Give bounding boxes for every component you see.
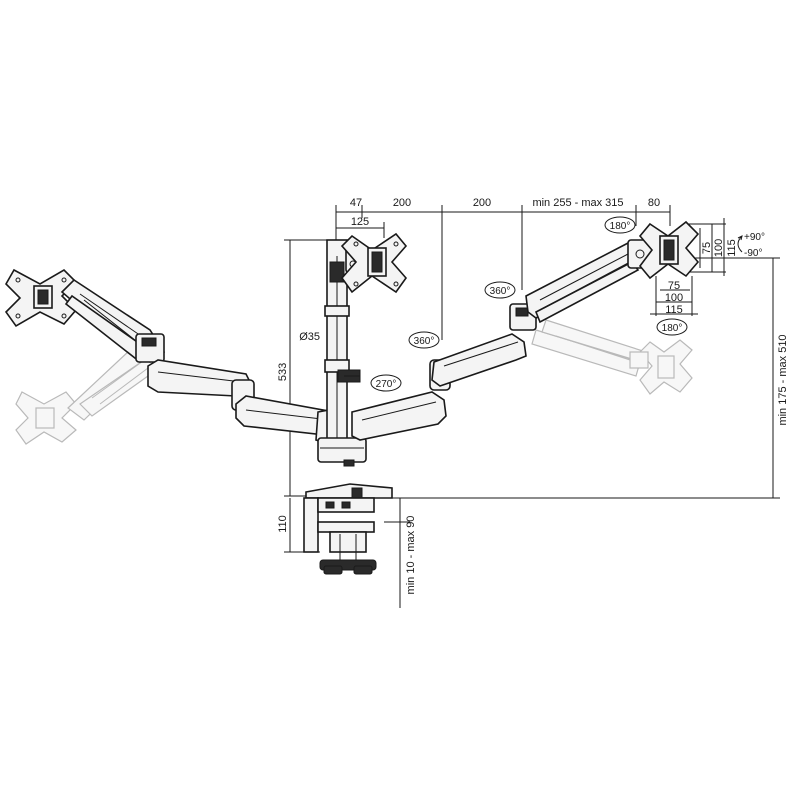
dim-110: 110 [277, 515, 289, 533]
tilt-up-label: +90° [744, 232, 765, 243]
tilt-arrow [737, 235, 743, 253]
dim-47: 47 [350, 197, 362, 209]
right-upper-arm [509, 241, 642, 331]
dim-desk-range: min 10 - max 90 [405, 516, 417, 595]
svg-text:360°: 360° [414, 336, 435, 347]
right-inner-arm [351, 391, 447, 441]
desk-dimension-line [384, 497, 780, 608]
vertical-range-dimension-line [690, 257, 780, 498]
top-dimension-lines [335, 205, 671, 340]
dim-range-top: min 255 - max 315 [532, 197, 623, 209]
left-upper-arm [60, 278, 166, 363]
dim-vesa-115-w: 115 [665, 304, 683, 316]
svg-text:360°: 360° [490, 286, 511, 297]
rotation-badge-180-top: 180° [604, 216, 636, 234]
center-monitor-plate [340, 232, 408, 294]
dim-vesa-100-w: 100 [665, 292, 683, 304]
svg-text:180°: 180° [610, 221, 631, 232]
ghost-right-arm [531, 319, 647, 377]
ghost-right-monitor-plate [629, 339, 693, 395]
pole [324, 239, 361, 461]
right-monitor-plate [638, 220, 700, 280]
rotation-badge-360-right: 360° [484, 281, 516, 299]
dim-vesa-100-h: 100 [713, 239, 725, 257]
dim-vesa-75-w: 75 [668, 280, 680, 292]
left-monitor-plate [4, 268, 78, 328]
dim-vesa-75-h: 75 [701, 242, 713, 254]
rotation-badge-270: 270° [370, 374, 402, 392]
tilt-down-label: -90° [744, 248, 762, 259]
dim-vesa-115-h: 115 [726, 239, 738, 257]
svg-text:270°: 270° [376, 379, 397, 390]
dim-200-left: 200 [393, 197, 411, 209]
dim-pole-diameter: Ø35 [299, 331, 320, 343]
vesa-dimension-lines [650, 218, 726, 316]
ghost-left-monitor-plate [15, 391, 77, 445]
right-lower-arm [431, 333, 527, 387]
dim-533: 533 [277, 363, 289, 381]
dim-80: 80 [648, 197, 660, 209]
clamp [303, 483, 393, 575]
dim-200-right: 200 [473, 197, 491, 209]
dim-vertical-range: min 175 - max 510 [777, 334, 789, 425]
rotation-badge-360-left: 360° [408, 331, 440, 349]
rotation-badge-180-bottom: 180° [656, 318, 688, 336]
center-hub [317, 437, 367, 467]
svg-text:180°: 180° [662, 323, 683, 334]
dim-125: 125 [351, 216, 369, 228]
